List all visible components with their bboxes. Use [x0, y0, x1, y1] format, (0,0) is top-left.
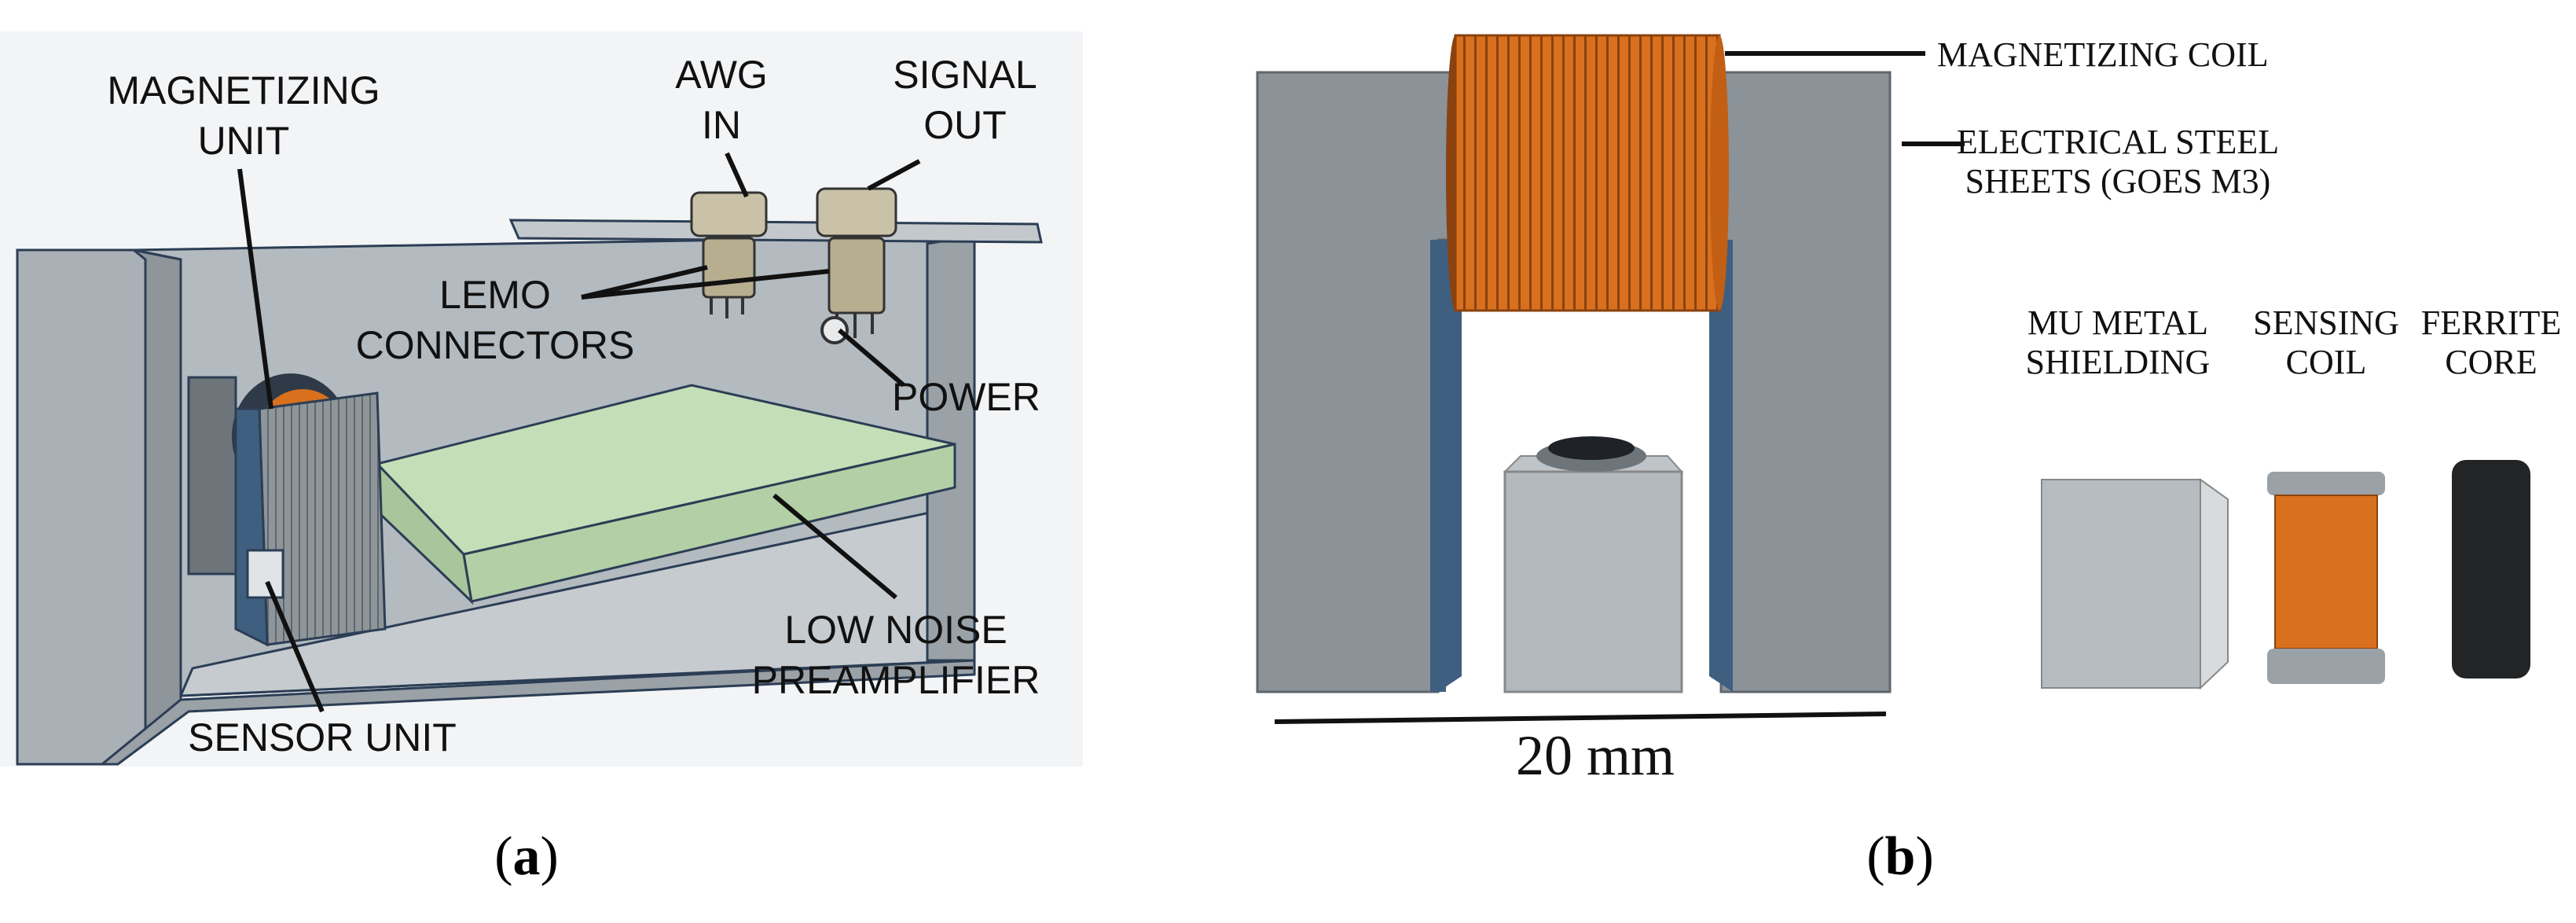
panel-a: MAGNETIZING UNIT AWG IN SIGNAL OUT LEMO …	[0, 31, 1083, 887]
leader-signal-out	[867, 159, 921, 191]
label-preamplifier-2: PREAMPLIFIER	[752, 658, 1040, 702]
magnetizing-coil	[1446, 34, 1729, 312]
label-lemo-2: CONNECTORS	[356, 323, 635, 367]
label-magnetizing-unit-2: UNIT	[198, 119, 290, 163]
power-jack	[820, 316, 849, 344]
label-mu-metal-1: MU METAL	[2027, 303, 2208, 342]
sensor-block	[1503, 436, 1684, 693]
label-signal-out-1: SIGNAL	[893, 53, 1037, 97]
scale-bar-label: 20 mm	[1516, 724, 1675, 787]
leader-magnetizing-unit	[237, 168, 273, 410]
label-awg-in-1: AWG	[675, 53, 768, 97]
enclosure-front-edge	[98, 659, 976, 766]
leader-preamplifier	[772, 493, 897, 600]
label-sensor-unit: SENSOR UNIT	[188, 715, 457, 759]
magnetizing-unit	[187, 373, 387, 647]
sensing-coil	[2267, 472, 2385, 684]
leader-power	[838, 328, 905, 388]
label-sensing-coil-1: SENSING	[2253, 303, 2399, 342]
label-magnetizing-unit-1: MAGNETIZING	[107, 68, 380, 112]
sensor-unit	[246, 549, 284, 599]
label-sensing-coil-2: COIL	[2286, 343, 2367, 381]
connector-plate	[508, 219, 1043, 244]
mu-metal-shielding	[2041, 478, 2229, 690]
panel-b-caption: (b)	[1866, 826, 1934, 887]
scale-bar	[1274, 712, 1887, 724]
label-ferrite-core-2: CORE	[2445, 343, 2537, 381]
panel-b: 20 mm MAGNETIZING COIL ELECTRICAL STEEL …	[1256, 34, 2561, 887]
label-ferrite-core-1: FERRITE	[2421, 303, 2561, 342]
lemo-connector-signal-out	[816, 187, 897, 338]
label-electrical-steel-1: ELECTRICAL STEEL	[1957, 123, 2279, 161]
label-preamplifier-1: LOW NOISE	[784, 608, 1007, 652]
label-lemo-1: LEMO	[439, 273, 551, 317]
panel-a-caption: (a)	[494, 826, 559, 887]
label-mu-metal-2: SHIELDING	[2026, 343, 2211, 381]
leader-awg-in	[725, 152, 749, 198]
ferrite-core	[2452, 460, 2530, 678]
leader-lemo-1	[581, 265, 708, 300]
leader-sensor-unit	[265, 580, 325, 713]
label-electrical-steel-2: SHEETS (GOES M3)	[1965, 162, 2271, 200]
label-signal-out-2: OUT	[923, 103, 1007, 147]
label-awg-in-2: IN	[702, 103, 741, 147]
label-magnetizing-coil: MAGNETIZING COIL	[1937, 35, 2269, 74]
label-power: POWER	[892, 375, 1040, 419]
leader-lemo-2	[581, 269, 830, 300]
